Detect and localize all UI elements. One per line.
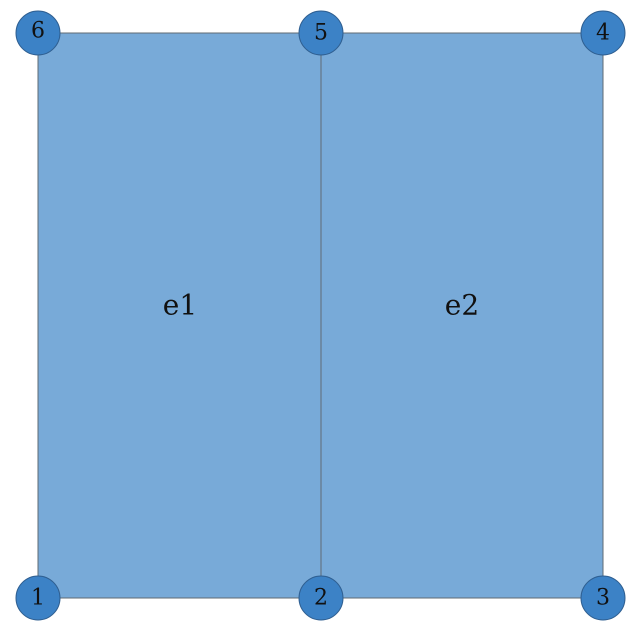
node-6: 6 bbox=[15, 10, 61, 56]
elements-layer: e1 e2 bbox=[37, 32, 604, 599]
element-e1-label: e1 bbox=[163, 289, 197, 322]
node-3-label: 3 bbox=[596, 586, 610, 611]
nodes-layer: 1 2 3 4 5 6 bbox=[15, 10, 626, 621]
node-2-marker bbox=[298, 575, 344, 621]
node-4: 4 bbox=[580, 10, 626, 56]
node-4-label: 4 bbox=[596, 21, 610, 46]
element-e1 bbox=[37, 32, 322, 599]
node-6-label: 6 bbox=[31, 19, 45, 44]
node-1-label: 1 bbox=[31, 586, 45, 611]
node-4-marker bbox=[580, 10, 626, 56]
node-3-marker bbox=[580, 575, 626, 621]
node-3: 3 bbox=[580, 575, 626, 621]
node-2-label: 2 bbox=[314, 586, 328, 611]
node-5-label: 5 bbox=[314, 21, 328, 46]
node-6-marker bbox=[15, 10, 61, 56]
node-2: 2 bbox=[298, 575, 344, 621]
node-5: 5 bbox=[298, 10, 344, 56]
element-e2-label: e2 bbox=[445, 289, 479, 322]
node-1: 1 bbox=[15, 575, 61, 621]
element-e2 bbox=[320, 32, 604, 599]
node-1-marker bbox=[15, 575, 61, 621]
node-5-marker bbox=[298, 10, 344, 56]
